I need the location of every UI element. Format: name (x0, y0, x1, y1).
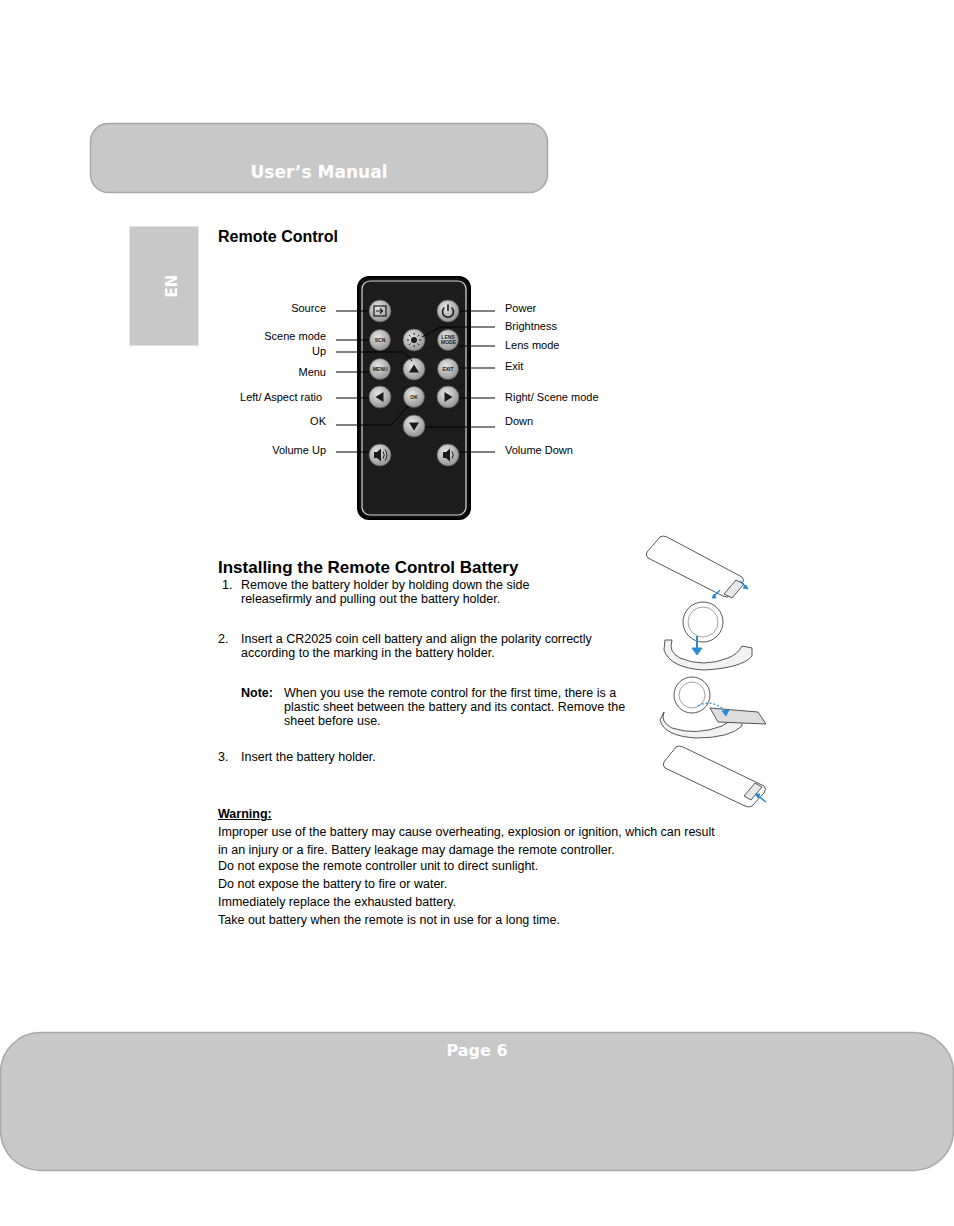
footer-band: Page 6 (0, 1032, 954, 1171)
remote-button: EXIT (437, 358, 459, 380)
warning-heading: Warning: (218, 807, 272, 821)
warning-text: Immediately replace the exhausted batter… (218, 895, 456, 909)
section-heading: Installing the Remote Control Battery (218, 558, 518, 578)
callout-label: Volume Down (505, 444, 573, 456)
callout-label: Left/ Aspect ratio (240, 391, 322, 403)
remote-button: SCN (369, 329, 391, 351)
button-label: MENU (373, 367, 388, 372)
callout-label: OK (310, 415, 326, 427)
node-outline (90, 123, 548, 193)
leader-lines (336, 311, 495, 452)
button-label: OK (410, 395, 418, 400)
note-text: When you use the remote control for the … (284, 686, 634, 728)
button-label: SCN (375, 338, 386, 343)
remote-button: LENS MODE (437, 329, 459, 351)
callout-label: Scene mode (264, 330, 326, 342)
band-text: Page 6 (446, 1041, 507, 1060)
step-number: 1. (222, 578, 232, 592)
language-tab: EN (129, 226, 199, 346)
remote-buttons (369, 300, 459, 466)
warning-text: Do not expose the battery to fire or wat… (218, 877, 447, 891)
callout-label: Up (312, 345, 326, 357)
band-text: EN (163, 275, 181, 298)
callout-label: Power (505, 302, 536, 314)
warning-text: Take out battery when the remote is not … (218, 913, 560, 927)
callout-label: Menu (298, 366, 326, 378)
battery-illustration (646, 536, 766, 807)
callout-label: Brightness (505, 320, 557, 332)
button-label: EXIT (442, 367, 453, 372)
remote-button: MENU (369, 358, 391, 380)
step-text: Insert the battery holder. (241, 750, 376, 764)
step-number: 2. (218, 632, 228, 646)
callout-label: Right/ Scene mode (505, 391, 599, 403)
warning-text: Do not expose the remote controller unit… (218, 859, 538, 873)
note-label: Note: (241, 686, 273, 700)
callout-label: Source (291, 302, 326, 314)
step-text: Insert a CR2025 coin cell battery and al… (241, 632, 636, 660)
callout-label: Down (505, 415, 533, 427)
button-icons (374, 305, 453, 462)
callout-label: Exit (505, 360, 523, 372)
band-text: User’s Manual (251, 162, 388, 182)
step-text: Remove the battery holder by holding dow… (241, 578, 571, 606)
header-band: User’s Manual (90, 123, 548, 193)
section-heading: Remote Control (218, 228, 338, 246)
callout-label: Volume Up (272, 444, 326, 456)
step-number: 3. (218, 750, 228, 764)
remote-body (358, 277, 470, 519)
callout-label: Lens mode (505, 339, 559, 351)
remote-button: OK (403, 386, 425, 408)
button-label: LENS MODE (441, 335, 455, 345)
warning-text: Improper use of the battery may cause ov… (218, 823, 723, 859)
